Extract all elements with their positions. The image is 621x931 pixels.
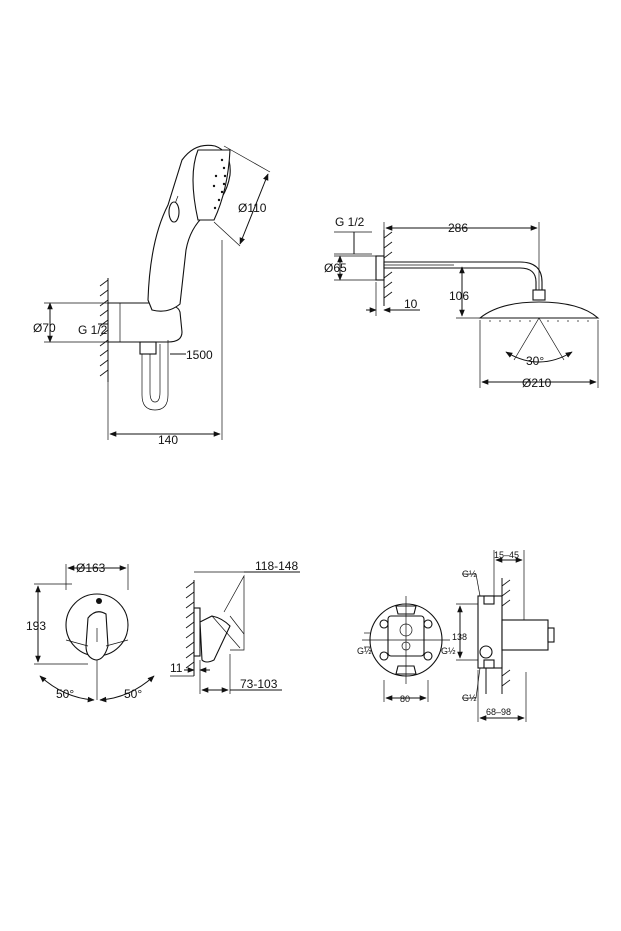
valve-body-side (477, 595, 503, 669)
shower-arm-flange (375, 255, 385, 281)
arm-drop-label: 106 (449, 289, 469, 303)
port-spacing-label: 80 (400, 694, 410, 704)
hand-shower-view: Ø110 Ø70 G 1/2 1500 140 (33, 144, 271, 447)
spray-nozzles (212, 158, 227, 210)
lever-projection-label: 73-103 (240, 677, 278, 691)
trim-height-label: 193 (26, 619, 46, 633)
diverter-outlet (479, 645, 493, 659)
flange-depth-label: 10 (404, 297, 418, 311)
wall-hatch (99, 279, 109, 377)
hand-shower-button (168, 201, 180, 223)
hand-shower-diameter-label: Ø110 (238, 201, 267, 215)
plate-diameter-label: Ø163 (76, 561, 106, 575)
install-depth-label: 15–45 (494, 550, 519, 560)
valve-cartridge-side (501, 619, 549, 651)
lever-side (199, 615, 231, 663)
diverter-knob (96, 598, 102, 604)
flange-diameter-label: Ø65 (324, 261, 347, 275)
concealed-body-front-view: G½ G½ 80 (357, 596, 456, 704)
shower-arm (383, 261, 543, 293)
lever-angle-left-label: 50° (56, 687, 74, 701)
hand-shower-thread-label: G 1/2 (78, 323, 108, 337)
head-shower-body (478, 301, 600, 319)
lever-angle-right-label: 50° (124, 687, 142, 701)
arm-length-label: 286 (448, 221, 468, 235)
depth-range-label: 118-148 (255, 559, 298, 573)
ball-joint (532, 289, 546, 301)
body-height-label: 138 (452, 632, 467, 642)
hose-nut (139, 341, 157, 355)
plate-gap-label: 11 (170, 661, 183, 675)
inlet-thread-right-label: G½ (441, 646, 456, 656)
spray-face (192, 149, 231, 221)
spray-jets (489, 320, 589, 322)
head-shower-view: G 1/2 Ø65 286 10 106 30° Ø210 (324, 215, 600, 390)
wall-hatch (185, 581, 195, 669)
body-depth-label: 68–98 (486, 707, 511, 717)
head-shower-diameter-label: Ø210 (522, 376, 552, 390)
outlet-diameter-label: Ø70 (33, 321, 56, 335)
mixer-trim-front-view: Ø163 193 50° 50° (26, 561, 155, 703)
outlet-thread-top-label: G½ (462, 569, 477, 579)
mixer-trim-side-view: 118-148 11 73-103 (170, 559, 300, 694)
hose-length-label: 1500 (186, 348, 213, 362)
spray-angle-label: 30° (526, 354, 544, 368)
outlet-thread-bottom-label: G½ (462, 693, 477, 703)
wall-hatch (501, 579, 511, 687)
inlet-thread-left-label: G½ (357, 646, 372, 656)
plate-side (193, 607, 201, 657)
hand-shower-projection-label: 140 (158, 433, 178, 447)
head-shower-thread-label: G 1/2 (335, 215, 365, 229)
concealed-body-side-view: 15–45 G½ 138 G½ 68–98 (452, 550, 555, 722)
